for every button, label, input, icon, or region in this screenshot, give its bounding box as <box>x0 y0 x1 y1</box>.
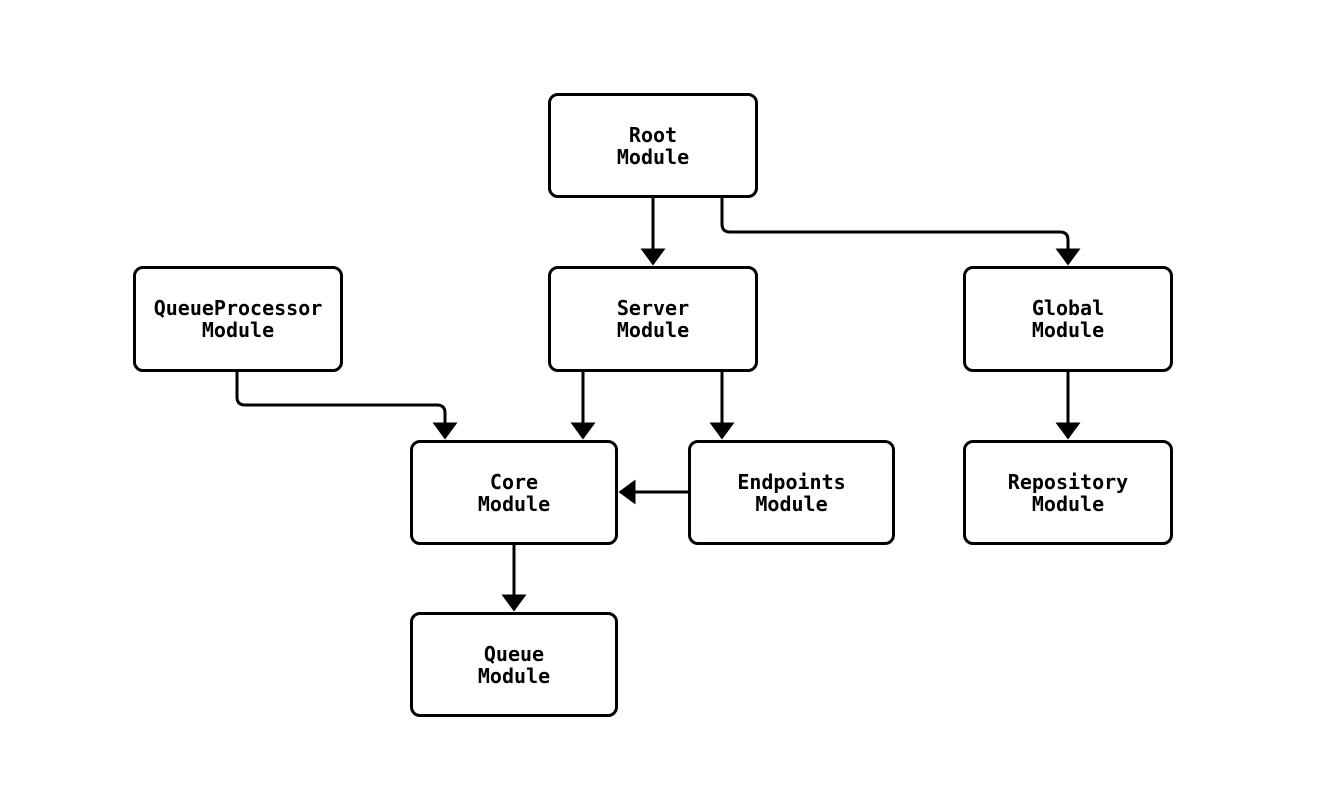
node-repository-module: Repository Module <box>963 440 1173 545</box>
node-core-module: Core Module <box>410 440 618 545</box>
node-endpoints-module: Endpoints Module <box>688 440 895 545</box>
edge-root-to-global <box>720 198 1081 266</box>
node-root-module: Root Module <box>548 93 758 198</box>
node-global-module: Global Module <box>963 266 1173 372</box>
edge-queueprocessor-to-core <box>235 372 458 440</box>
node-server-module: Server Module <box>548 266 758 372</box>
node-queueprocessor-module: QueueProcessor Module <box>133 266 343 372</box>
edges <box>235 198 1081 612</box>
node-queue-module: Queue Module <box>410 612 618 717</box>
